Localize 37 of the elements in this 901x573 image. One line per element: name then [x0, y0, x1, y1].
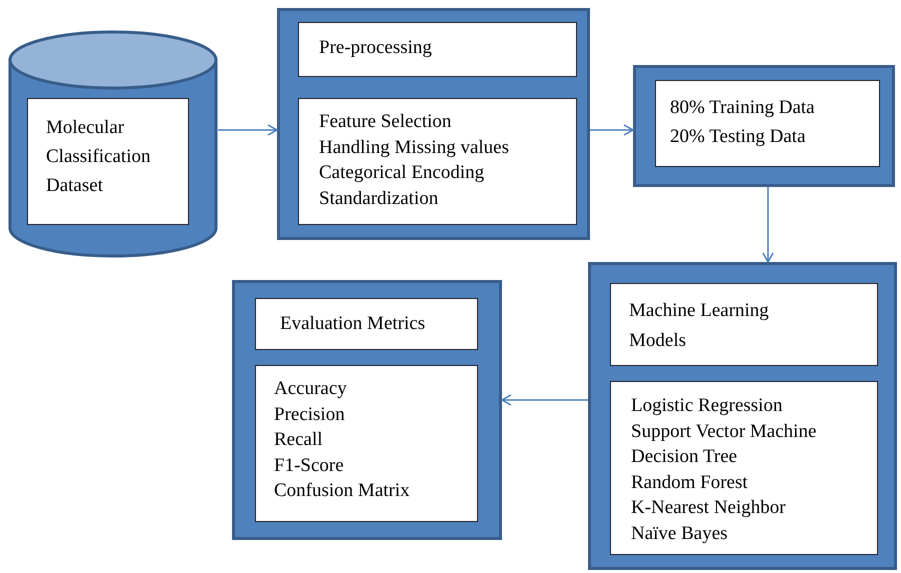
- text-box: [610, 381, 878, 555]
- box-text: K-Nearest Neighbor: [631, 496, 786, 520]
- box-text: Logistic Regression: [631, 394, 782, 418]
- text-box: [655, 80, 880, 167]
- box-text: Decision Tree: [631, 445, 738, 469]
- step-panel: [588, 262, 897, 570]
- text-box: [610, 283, 878, 366]
- box-text: Random Forest: [631, 470, 748, 494]
- box-text: 20% Testing Data: [670, 125, 806, 149]
- box-text: Recall: [274, 428, 323, 452]
- text-box: [255, 365, 478, 522]
- box-text: F1-Score: [274, 454, 344, 478]
- box-text: Handling Missing values: [319, 136, 509, 160]
- arrow: [218, 124, 278, 136]
- box-text: Standardization: [319, 186, 438, 210]
- step-panel: [633, 65, 895, 187]
- box-text: Feature Selection: [319, 110, 452, 134]
- step-panel: [232, 280, 502, 540]
- text-box: [298, 22, 577, 77]
- arrow: [762, 187, 774, 263]
- box-text: Machine Learning Models: [629, 299, 770, 353]
- box-text: Evaluation Metrics: [280, 312, 426, 336]
- arrow: [590, 124, 634, 136]
- box-text: Molecular Classification Dataset: [46, 116, 152, 198]
- box-text: Confusion Matrix: [274, 479, 410, 503]
- text-box: [27, 98, 189, 225]
- box-text: Pre-processing: [319, 36, 432, 60]
- text-box: [255, 298, 478, 350]
- box-text: Naïve Bayes: [631, 522, 728, 546]
- box-text: Accuracy: [274, 377, 347, 401]
- box-text: Precision: [274, 402, 345, 426]
- box-text: Categorical Encoding: [319, 161, 484, 185]
- arrow: [501, 394, 588, 406]
- text-box: [298, 98, 577, 225]
- step-panel: [277, 8, 590, 240]
- box-text: 80% Training Data: [670, 96, 815, 120]
- box-text: Support Vector Machine: [631, 420, 816, 444]
